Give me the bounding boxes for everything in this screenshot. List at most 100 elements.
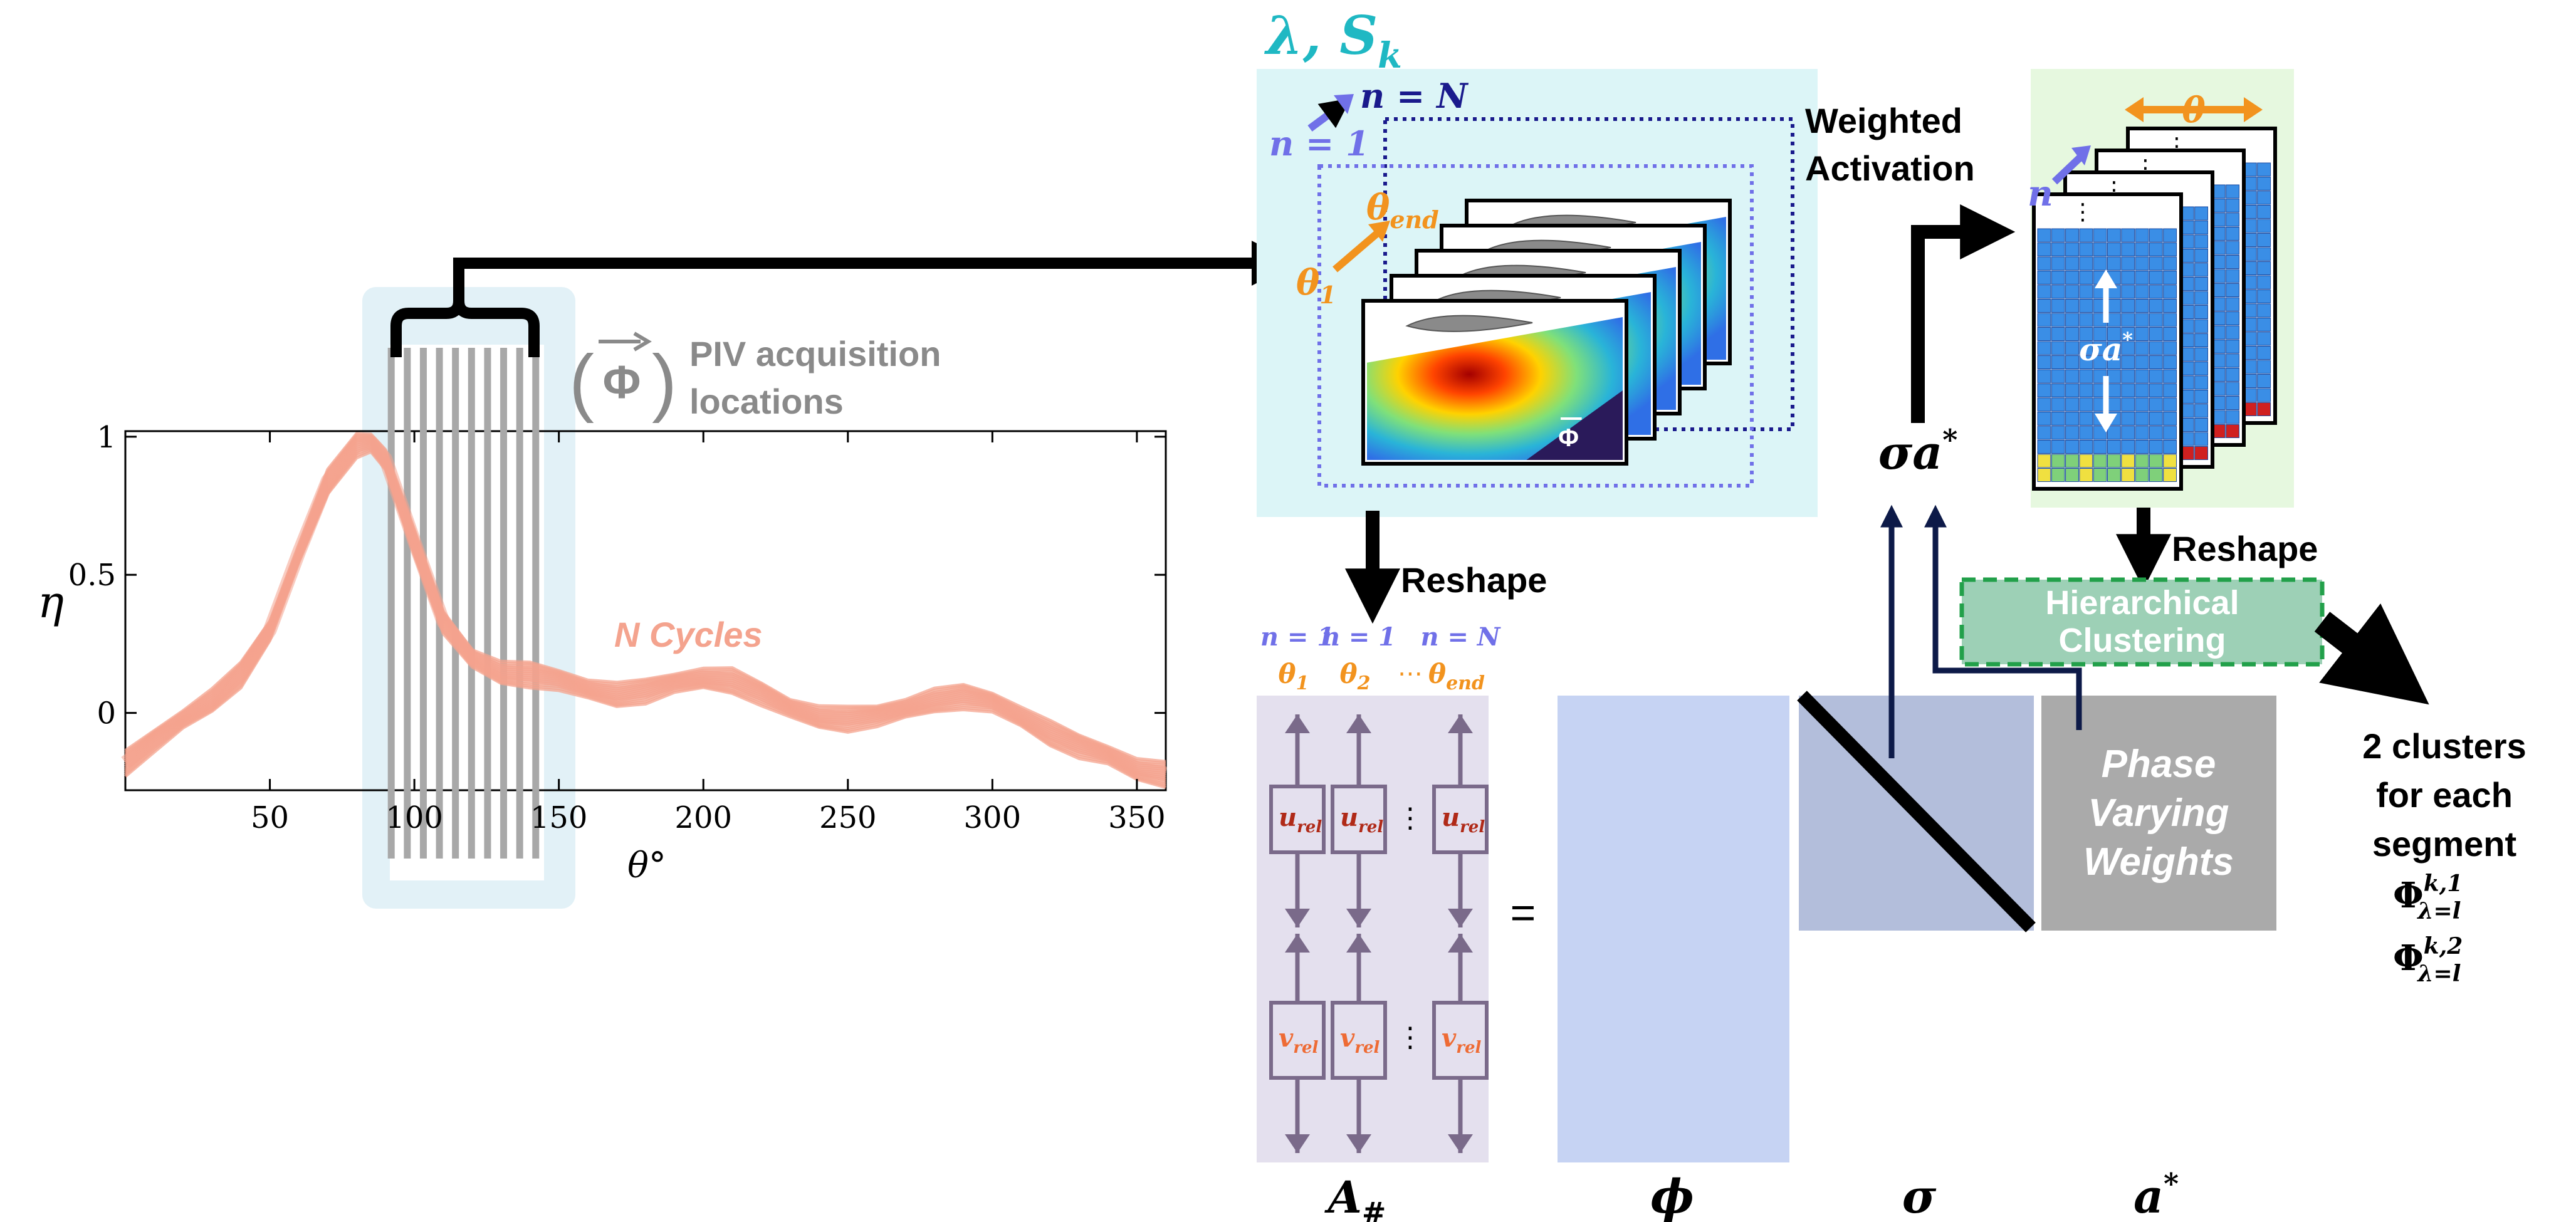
clusters-line1: 2 clusters (2362, 726, 2526, 766)
equals-sign: = (1511, 888, 1536, 937)
u-rel-box (1432, 785, 1489, 854)
theta-direction-arrow (1333, 229, 1381, 273)
clustering-line1: Hierarchical (2045, 584, 2239, 622)
activation-n-arrow (2051, 155, 2083, 185)
flow-field-dark-region (1526, 390, 1623, 460)
phi-right-paren: ) (652, 340, 677, 424)
n-cycles-label: N Cycles (614, 615, 763, 654)
flow-field-frame: Φ (1361, 299, 1628, 466)
x-axis-label: θ° (627, 845, 666, 886)
matrix-col-n-label: n = N (1420, 622, 1500, 652)
piv-phi-symbol: Φ (603, 356, 641, 408)
piv-curly-brace (390, 287, 540, 357)
weighted-activation-line2: Activation (1805, 149, 1975, 188)
activation-n-label: n (2028, 173, 2053, 214)
u-rel-box (1269, 785, 1326, 854)
matrix-A-bg (1257, 696, 1489, 1162)
weights-line3: Weights (2083, 840, 2234, 884)
x-tick-label: 200 (674, 800, 732, 835)
clustering-line2: Clustering (2058, 622, 2226, 659)
x-tick-label: 300 (964, 800, 1022, 835)
sigma-block-label: σ (1902, 1170, 1937, 1222)
x-tick-label: 350 (1108, 800, 1166, 835)
weights-line2: Varying (2088, 791, 2229, 835)
v-rel-box (1331, 1001, 1387, 1080)
matrix-header-ellipsis: ⋯ (1398, 660, 1423, 687)
activation-grid-stack: ⋮⋮⋮⋮σa* (2032, 127, 2277, 491)
u-rel-box (1331, 785, 1387, 854)
x-tick-label: 250 (819, 800, 877, 835)
reshape-right-label: Reshape (2172, 529, 2318, 568)
theta-1-label: θ1 (1296, 262, 1336, 309)
piv-acquisition-lines (387, 348, 540, 859)
weights-line1: Phase (2102, 743, 2216, 786)
matrix-vdots: ⋮ (1396, 803, 1424, 833)
flow-arrow-to-snapshots (453, 241, 1297, 295)
weights-block-bg (2041, 696, 2276, 931)
hierarchical-clustering-box: Hierarchical Clustering (1959, 577, 2325, 667)
activation-panel: ⋮⋮⋮⋮σa* θ n (2028, 69, 2294, 508)
x-tick-label: 150 (530, 800, 588, 835)
sigma-diagonal (1797, 691, 2036, 932)
matrix-col-theta-label: θ2 (1340, 659, 1371, 694)
snapshot-panel: λ, Sk n = N n = 1 θend θ1 Φ (1257, 4, 1818, 517)
matrix-col-n-label: n = 1 (1260, 622, 1334, 652)
n-direction-arrow (1307, 98, 1351, 132)
phi-block (1558, 696, 1789, 1162)
weights-to-sigma-a-arrow (1924, 504, 2082, 730)
theta-direction-arrow-head (1368, 221, 1390, 242)
a-star-label: a* (2134, 1167, 2179, 1222)
flow-field-frame-stack: Φ (1361, 199, 1732, 466)
field-phi-label: Φ (1558, 424, 1579, 452)
matrix-col-theta-label: θend (1428, 659, 1485, 694)
piv-label-line1: PIV acquisition (689, 334, 941, 373)
n-direction-arrow-head (1334, 94, 1354, 114)
phase-varying-weights-block: Phase Varying Weights (2041, 696, 2276, 931)
activation-n-arrow-head (2071, 145, 2091, 165)
reshape-left-label: Reshape (1401, 560, 1547, 600)
y-axis-label: η (38, 577, 64, 628)
plot-frame (124, 430, 1167, 791)
activation-grid: ⋮σa* (2032, 192, 2183, 491)
cycle-curve-band (121, 435, 1168, 781)
clusters-line2: for each (2376, 775, 2513, 815)
clusters-line3: segment (2372, 824, 2516, 864)
reshape-left: Reshape (1345, 511, 1547, 624)
phi-block-label: ϕ (1650, 1170, 1694, 1222)
flow-field-contour (1367, 317, 1623, 460)
phi-left-paren: ( (569, 340, 594, 424)
weighted-activation-line1: Weighted (1805, 101, 1962, 140)
axis-ticks: 1 0.5 0 50 100 150 200 250 300 350 (68, 420, 1166, 835)
y-tick-label: 0.5 (68, 558, 116, 593)
activation-theta-label: θ (2182, 90, 2206, 131)
cycle-curves (121, 432, 1168, 790)
piv-label-line2: locations (689, 382, 844, 421)
flow-arrow-to-clusters (2314, 603, 2429, 705)
v-rel-box (1269, 1001, 1326, 1080)
y-tick-label: 0 (97, 696, 116, 731)
x-tick-label: 50 (251, 800, 289, 835)
matrix-vdots: ⋮ (1396, 1022, 1424, 1053)
theta-end-label: θend (1366, 187, 1439, 234)
x-tick-label: 100 (385, 800, 443, 835)
n-equals-N-label: n = N (1360, 76, 1469, 116)
matrix-col-theta-label: θ1 (1279, 659, 1309, 694)
theta-span-arrow-head-right (2244, 97, 2263, 122)
y-tick-label: 1 (97, 420, 116, 455)
flow-arrow-to-activation (1911, 204, 2016, 423)
v-rel-label: vrel (1442, 1023, 1481, 1057)
v-rel-box (1432, 1001, 1489, 1080)
sigma-a-star-label: σa* (1878, 423, 1958, 480)
n-1-dotted-frame (1317, 164, 1754, 488)
